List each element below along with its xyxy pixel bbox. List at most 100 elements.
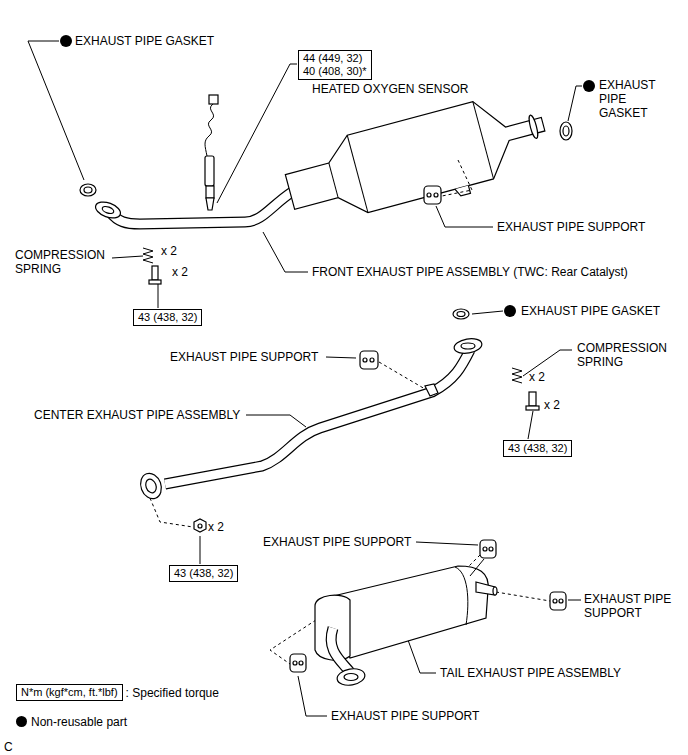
tail-exhaust-pipe	[553, 599, 557, 603]
center-exhaust-pipe	[150, 498, 193, 527]
part-label: x 2	[172, 265, 188, 279]
torque-value: 43 (438, 32)	[508, 442, 567, 455]
front-exhaust-pipe	[442, 160, 472, 196]
front-exhaust-pipe	[427, 193, 431, 197]
figure-code: C	[4, 740, 13, 754]
oxygen-sensor	[205, 156, 214, 186]
compression-spring-bolt	[152, 266, 158, 280]
front-exhaust-pipe	[110, 192, 292, 224]
part-label: x 2	[529, 370, 545, 384]
leader-line	[28, 41, 84, 180]
front-exhaust-pipe	[110, 192, 292, 224]
legend-swatch	[16, 716, 27, 727]
tail-exhaust-pipe	[483, 547, 487, 551]
tail-exhaust-pipe	[470, 559, 484, 576]
tail-exhaust-pipe	[331, 628, 350, 672]
part-label: x 2	[544, 398, 560, 412]
front-exhaust-pipe	[473, 102, 494, 179]
tail-exhaust-pipe	[489, 547, 493, 551]
legend-text: Non-reusable part	[31, 715, 127, 729]
leader-line	[528, 411, 533, 439]
part-label: HEATED OXYGEN SENSOR	[312, 82, 468, 96]
leader-line	[416, 542, 478, 545]
front-exhaust-pipe	[424, 186, 441, 204]
leader-line	[568, 86, 582, 121]
front-exhaust-pipe	[280, 86, 554, 231]
non-reusable-marker	[583, 80, 595, 92]
part-label: FRONT EXHAUST PIPE ASSEMBLY (TWC: Rear C…	[312, 265, 628, 279]
torque-value: 43 (438, 32)	[138, 311, 197, 324]
tail-exhaust-pipe	[331, 628, 350, 672]
tail-exhaust-pipe	[299, 661, 303, 665]
part-label: EXHAUST PIPE SUPPORT	[170, 350, 318, 364]
center-exhaust-pipe	[453, 337, 483, 356]
leader-line	[28, 41, 582, 716]
torque-value: 44 (449, 32)	[303, 52, 367, 65]
oxygen-sensor	[205, 104, 214, 156]
front-exhaust-pipe	[80, 86, 572, 239]
compression-spring-bolt	[149, 280, 161, 284]
tail-exhaust-pipe	[493, 587, 497, 595]
torque-legend-box: N*m (kgf*cm, ft.*lbf)	[16, 684, 123, 701]
torque-spec-box: 44 (449, 32)40 (408, 30)*	[298, 50, 372, 80]
non-reusable-marker	[60, 35, 72, 47]
tail-exhaust-pipe	[336, 667, 366, 688]
center-exhaust-pipe	[194, 519, 206, 532]
center-exhaust-pipe	[379, 362, 425, 389]
part-label: EXHAUST PIPE SUPPORT	[263, 535, 411, 549]
leader-line	[217, 64, 297, 203]
tail-exhaust-pipe	[559, 599, 563, 603]
part-label: COMPRESSION SPRING	[577, 341, 677, 369]
oxygen-sensor	[205, 95, 218, 210]
center-exhaust-pipe	[425, 384, 438, 396]
center-exhaust-pipe	[526, 406, 539, 410]
center-exhaust-pipe	[360, 351, 378, 369]
leader-line	[298, 676, 327, 716]
part-label: EXHAUST PIPE GASKET	[599, 78, 665, 120]
leader-line	[568, 600, 581, 601]
front-exhaust-pipe	[84, 187, 92, 193]
torque-value: 40 (408, 30)*	[303, 65, 367, 78]
front-exhaust-pipe	[80, 184, 96, 196]
leader-line	[112, 256, 143, 258]
part-label: EXHAUST PIPE SUPPORT	[497, 220, 645, 234]
center-exhaust-pipe	[198, 524, 202, 528]
center-exhaust-pipe	[457, 312, 465, 317]
leader-line	[326, 357, 356, 358]
oxygen-sensor	[209, 95, 218, 104]
part-label: TAIL EXHAUST PIPE ASSEMBLY	[440, 666, 621, 680]
part-label: COMPRESSION SPRING	[15, 248, 111, 276]
tail-exhaust-pipe	[293, 661, 297, 665]
front-exhaust-pipe	[93, 199, 122, 221]
front-exhaust-pipe	[560, 122, 572, 140]
center-exhaust-pipe	[512, 368, 522, 383]
front-exhaust-pipe	[527, 114, 539, 139]
tail-exhaust-pipe	[496, 592, 550, 601]
leader-line	[263, 232, 308, 272]
compression-spring-bolt	[143, 248, 153, 263]
leader-line	[472, 311, 503, 314]
front-exhaust-pipe	[563, 126, 569, 136]
part-label: EXHAUST PIPE SUPPORT	[331, 709, 479, 723]
leader-line	[246, 415, 306, 427]
legend-text: : Specified torque	[126, 686, 219, 700]
leader-line	[408, 640, 436, 673]
center-exhaust-pipe	[529, 392, 536, 406]
torque-spec-box: 43 (438, 32)	[169, 565, 238, 582]
part-label: x 2	[208, 520, 224, 534]
center-exhaust-pipe	[453, 309, 469, 319]
tail-exhaust-pipe	[290, 654, 306, 672]
tail-exhaust-pipe	[550, 592, 566, 610]
center-exhaust-pipe	[461, 343, 475, 349]
front-exhaust-pipe	[347, 135, 368, 212]
torque-value: 43 (438, 32)	[174, 567, 233, 580]
part-label: EXHAUST PIPE GASKET	[75, 34, 214, 48]
oxygen-sensor	[206, 198, 214, 210]
front-exhaust-pipe	[101, 205, 114, 215]
part-label: x 2	[161, 244, 177, 258]
part-label: EXHAUST PIPE SUPPORT	[584, 592, 680, 620]
torque-value: N*m (kgf*cm, ft.*lbf)	[21, 686, 118, 699]
